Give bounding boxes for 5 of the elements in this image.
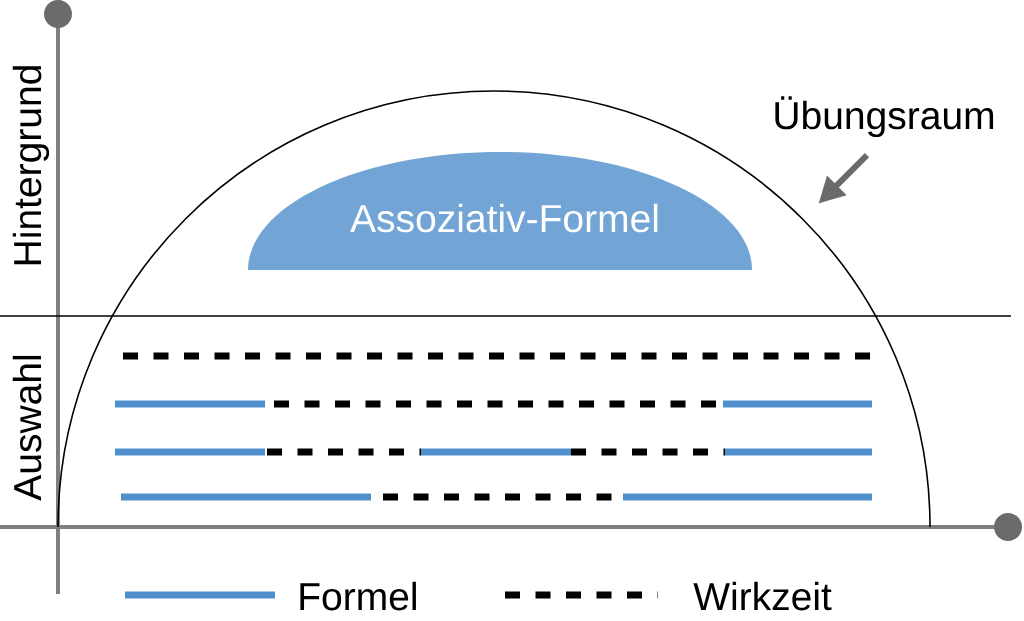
axis-label: Auswahl <box>12 355 42 501</box>
legend-label: Wirkzeit <box>693 581 832 611</box>
legend-label: Formel <box>300 581 416 611</box>
callout-label: Übungsraum <box>775 96 994 138</box>
axis-label: Hintergrund <box>12 66 50 265</box>
